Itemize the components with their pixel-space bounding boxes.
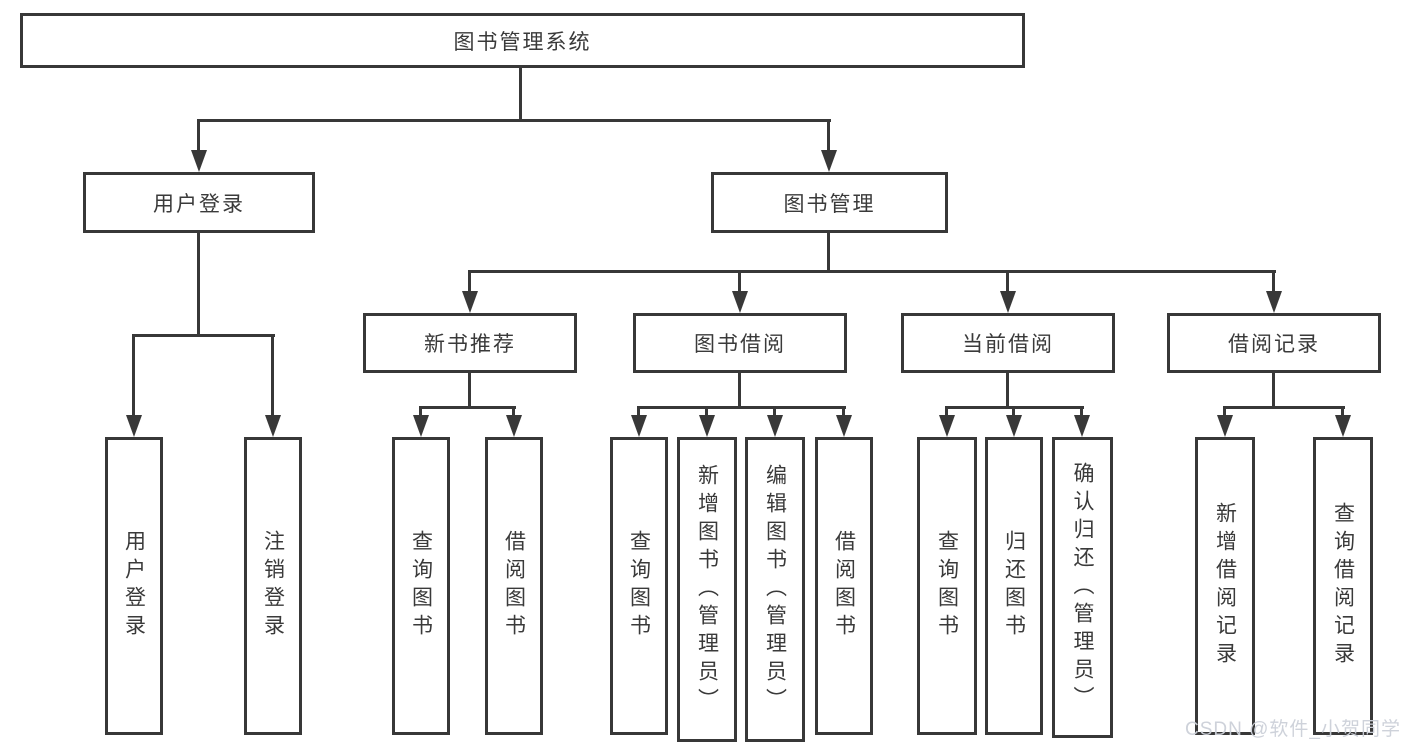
node-root-label: 图书管理系统	[453, 30, 592, 54]
connector-br-rail	[1223, 406, 1345, 409]
arrowhead-to-current-borrow	[1000, 291, 1016, 313]
leaf-bb-query-books: 查询图书	[610, 437, 668, 735]
node-borrow-record: 借阅记录	[1167, 313, 1381, 373]
connector-root-rail	[197, 119, 831, 122]
node-root: 图书管理系统	[20, 13, 1025, 68]
connector-to-br-add-line	[1223, 406, 1226, 419]
leaf-br-query-record: 查询借阅记录	[1313, 437, 1373, 735]
connector-br-stem	[1272, 373, 1275, 409]
connector-nbr-stem	[468, 373, 471, 409]
leaf-cb-confirm-return-admin: 确认归还（管理员）	[1052, 437, 1113, 738]
arrowhead-to-book-borrow	[732, 291, 748, 313]
arrowhead-to-leaf-user-login	[126, 415, 142, 437]
csdn-watermark: CSDN @软件_小贺同学	[1185, 719, 1401, 740]
leaf-cb-query-books: 查询图书	[917, 437, 977, 735]
arrowhead-to-nbr-borrow	[506, 415, 522, 437]
connector-user-login-stem	[197, 233, 200, 337]
leaf-nbr-borrow-books: 借阅图书	[485, 437, 543, 735]
leaf-br-add-record: 新增借阅记录	[1195, 437, 1255, 735]
arrowhead-to-br-add	[1217, 415, 1233, 437]
connector-book-management-stem	[827, 233, 830, 273]
connector-to-nbr-borrow-line	[512, 406, 515, 419]
arrowhead-to-nbr-query	[413, 415, 429, 437]
node-user-login-label: 用户登录	[153, 192, 245, 216]
arrowhead-to-bb-add	[699, 415, 715, 437]
leaf-bb-borrow-books: 借阅图书	[815, 437, 873, 735]
leaf-user-login: 用户登录	[105, 437, 163, 735]
arrowhead-to-book-management	[821, 150, 837, 172]
connector-to-current-borrow-line	[1006, 270, 1009, 295]
leaf-bb-edit-books-admin: 编辑图书（管理员）	[745, 437, 805, 742]
node-book-borrow: 图书借阅	[633, 313, 847, 373]
leaf-nbr-query-books: 查询图书	[392, 437, 450, 735]
leaf-nbr-query-books-label: 查询图书	[409, 530, 433, 642]
leaf-bb-add-books-admin: 新增图书（管理员）	[677, 437, 737, 742]
arrowhead-to-br-query	[1335, 415, 1351, 437]
connector-to-book-borrow-line	[738, 270, 741, 295]
connector-to-bb-query-line	[637, 406, 640, 419]
leaf-cb-query-books-label: 查询图书	[935, 530, 959, 642]
leaf-bb-query-books-label: 查询图书	[627, 530, 651, 642]
connector-to-br-query-line	[1341, 406, 1344, 419]
node-book-borrow-label: 图书借阅	[694, 333, 786, 356]
leaf-br-query-record-label: 查询借阅记录	[1331, 502, 1355, 670]
arrowhead-to-bb-query	[631, 415, 647, 437]
node-book-management: 图书管理	[711, 172, 948, 233]
connector-to-user-login-line	[197, 119, 200, 152]
arrowhead-to-new-book-recommend	[462, 291, 478, 313]
node-new-book-recommend: 新书推荐	[363, 313, 577, 373]
connector-to-leaf-logout-line	[271, 334, 274, 419]
connector-nbr-rail	[419, 406, 516, 409]
node-new-book-recommend-label: 新书推荐	[424, 333, 516, 356]
arrowhead-to-cb-query	[939, 415, 955, 437]
leaf-logout-label: 注销登录	[261, 530, 285, 642]
leaf-bb-add-books-admin-label: 新增图书（管理员）	[695, 463, 719, 716]
arrowhead-to-user-login	[191, 150, 207, 172]
leaf-bb-borrow-books-label: 借阅图书	[832, 530, 856, 642]
leaf-cb-return-books-label: 归还图书	[1002, 530, 1026, 642]
node-current-borrow: 当前借阅	[901, 313, 1115, 373]
leaf-nbr-borrow-books-label: 借阅图书	[502, 530, 526, 642]
leaf-cb-confirm-return-admin-label: 确认归还（管理员）	[1071, 461, 1094, 714]
leaf-user-login-label: 用户登录	[122, 530, 146, 642]
leaf-cb-return-books: 归还图书	[985, 437, 1043, 735]
arrowhead-to-bb-edit	[767, 415, 783, 437]
connector-to-new-book-recommend-line	[468, 270, 471, 295]
connector-to-nbr-query-line	[419, 406, 422, 419]
connector-user-login-rail	[132, 334, 275, 337]
connector-to-cb-confirm-line	[1080, 406, 1083, 419]
connector-to-book-management-line	[827, 119, 830, 152]
arrowhead-to-bb-borrow	[836, 415, 852, 437]
arrowhead-to-leaf-logout	[265, 415, 281, 437]
leaf-logout: 注销登录	[244, 437, 302, 735]
arrowhead-to-borrow-record	[1266, 291, 1282, 313]
connector-to-cb-query-line	[945, 406, 948, 419]
connector-bb-rail	[637, 406, 846, 409]
leaf-br-add-record-label: 新增借阅记录	[1213, 502, 1237, 670]
connector-cb-stem	[1006, 373, 1009, 409]
connector-to-bb-borrow-line	[842, 406, 845, 419]
node-borrow-record-label: 借阅记录	[1228, 333, 1320, 356]
connector-to-borrow-record-line	[1272, 270, 1275, 295]
node-user-login: 用户登录	[83, 172, 315, 233]
leaf-bb-edit-books-admin-label: 编辑图书（管理员）	[763, 463, 787, 716]
node-current-borrow-label: 当前借阅	[962, 333, 1054, 356]
node-book-management-label: 图书管理	[783, 192, 876, 216]
connector-book-management-rail	[468, 270, 1276, 273]
connector-bb-stem	[738, 373, 741, 409]
connector-root-stem	[519, 68, 522, 122]
connector-to-bb-add-line	[705, 406, 708, 419]
connector-to-cb-return-line	[1012, 406, 1015, 419]
arrowhead-to-cb-return	[1006, 415, 1022, 437]
connector-to-leaf-user-login-line	[132, 334, 135, 419]
connector-to-bb-edit-line	[773, 406, 776, 419]
arrowhead-to-cb-confirm	[1074, 415, 1090, 437]
